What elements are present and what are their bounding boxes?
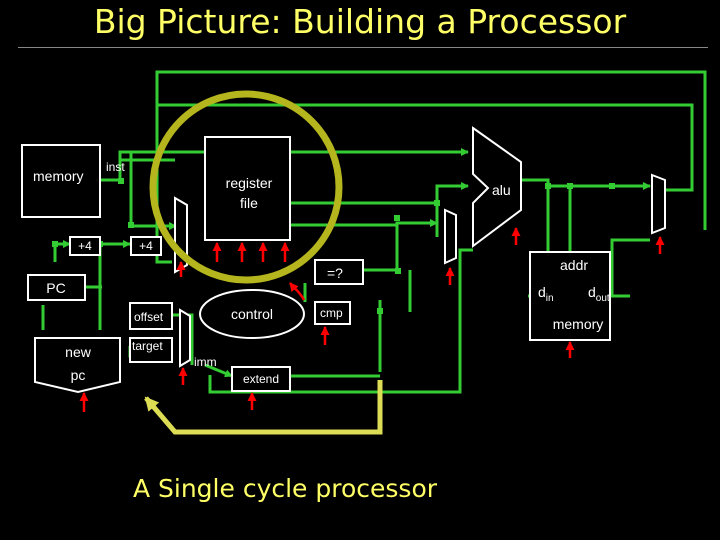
data-memory xyxy=(529,251,611,341)
eq-label: =? xyxy=(327,265,343,281)
cmp-label: cmp xyxy=(320,306,343,320)
pc-mux xyxy=(34,337,121,394)
pc-label: PC xyxy=(46,280,65,296)
cmp-unit xyxy=(314,301,351,325)
slide-caption: A Single cycle processor xyxy=(132,474,438,503)
plus4-adder-b xyxy=(130,236,162,256)
d-out-subscript: out xyxy=(596,293,610,304)
plus4-adder-a xyxy=(69,236,101,256)
title-divider xyxy=(18,47,708,48)
extend-label: extend xyxy=(243,372,279,386)
control-signals xyxy=(79,227,665,412)
register-label: register xyxy=(226,175,273,191)
control-label: control xyxy=(231,306,273,322)
slide-title: Big Picture: Building a Processor xyxy=(93,2,627,41)
plus4-a-label: +4 xyxy=(78,239,92,253)
inst-label: inst xyxy=(106,160,125,174)
d-out-label: dout xyxy=(588,284,610,304)
pc-lower-label: pc xyxy=(71,367,86,383)
control-unit xyxy=(199,289,305,339)
offset-adder xyxy=(129,302,173,330)
plus4-b-label: +4 xyxy=(139,239,153,253)
pc-return-arrow xyxy=(144,380,383,435)
branch-mux xyxy=(179,308,191,368)
components xyxy=(21,126,666,394)
d-in-label: din xyxy=(538,284,554,304)
target-box xyxy=(129,337,173,363)
extend-unit xyxy=(231,366,291,392)
offset-label: offset xyxy=(134,310,164,324)
writeback-mux xyxy=(651,173,666,235)
data-memory-label: memory xyxy=(553,316,604,332)
register-file xyxy=(204,136,291,241)
new-label: new xyxy=(65,344,92,360)
instruction-memory xyxy=(21,144,101,218)
addr-label: addr xyxy=(560,257,588,273)
d-in-main: d xyxy=(538,284,546,300)
target-label: target xyxy=(132,339,163,353)
d-out-main: d xyxy=(588,284,596,300)
alu-unit xyxy=(472,126,522,248)
instruction-memory-label: memory xyxy=(33,168,84,184)
eq-compare xyxy=(314,259,364,285)
d-in-subscript: in xyxy=(546,293,554,304)
alu-label: alu xyxy=(492,182,511,198)
register-file-highlight xyxy=(149,90,343,284)
file-label: file xyxy=(240,195,258,211)
alu-input-mux xyxy=(444,208,457,265)
imm-label: imm xyxy=(194,355,217,369)
pc-register xyxy=(27,274,86,301)
